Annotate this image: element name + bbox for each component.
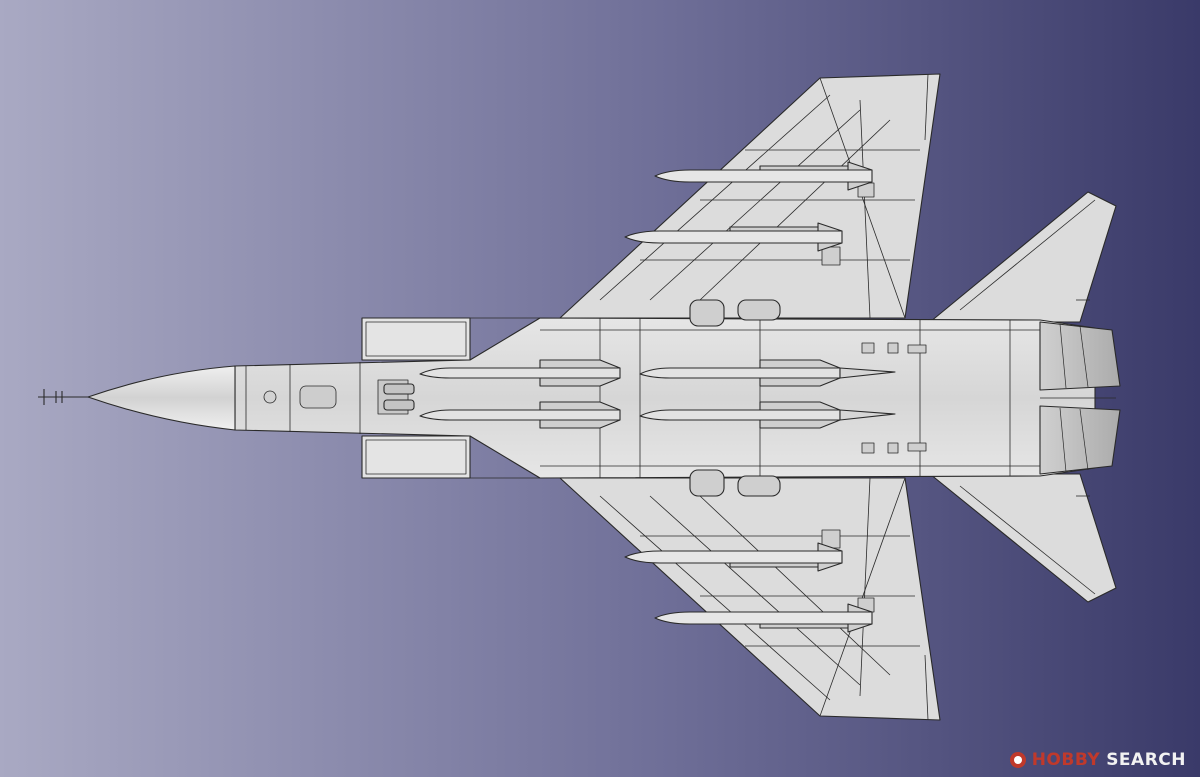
main-landing-gear-upper [689, 299, 781, 327]
watermark-brand-part2: SEARCH [1106, 750, 1186, 770]
nose-radome [87, 365, 236, 431]
fuselage-panel-details [245, 318, 1040, 478]
wing-missile-upper-outer [654, 161, 873, 191]
wing-missile-lower-outer [654, 603, 873, 633]
lower-stabilizer [929, 473, 1117, 603]
upper-wing [559, 73, 941, 319]
pitot-probe [38, 389, 90, 405]
wing-missile-lower-inner [624, 542, 843, 572]
main-landing-gear-lower [689, 469, 781, 497]
fuselage-missile-4 [639, 401, 896, 429]
lower-wing [559, 477, 941, 721]
lower-wing-panel-lines [599, 477, 929, 721]
hobby-search-logo-icon [1009, 752, 1026, 768]
nose-landing-gear [383, 383, 415, 411]
wing-missile-upper-inner [624, 222, 843, 252]
fuselage-missile-1 [419, 359, 621, 387]
engine-nozzle-lower [1039, 405, 1121, 475]
watermark-brand-part1: HOBBY [1031, 750, 1101, 770]
intake-upper [361, 317, 471, 361]
fuselage-missile-3 [639, 359, 896, 387]
engine-nozzle-upper [1039, 321, 1121, 391]
upper-wing-panel-lines [599, 73, 929, 319]
fuselage-missile-2 [419, 401, 621, 429]
upper-stabilizer [929, 191, 1117, 323]
intake-lower [361, 435, 471, 479]
